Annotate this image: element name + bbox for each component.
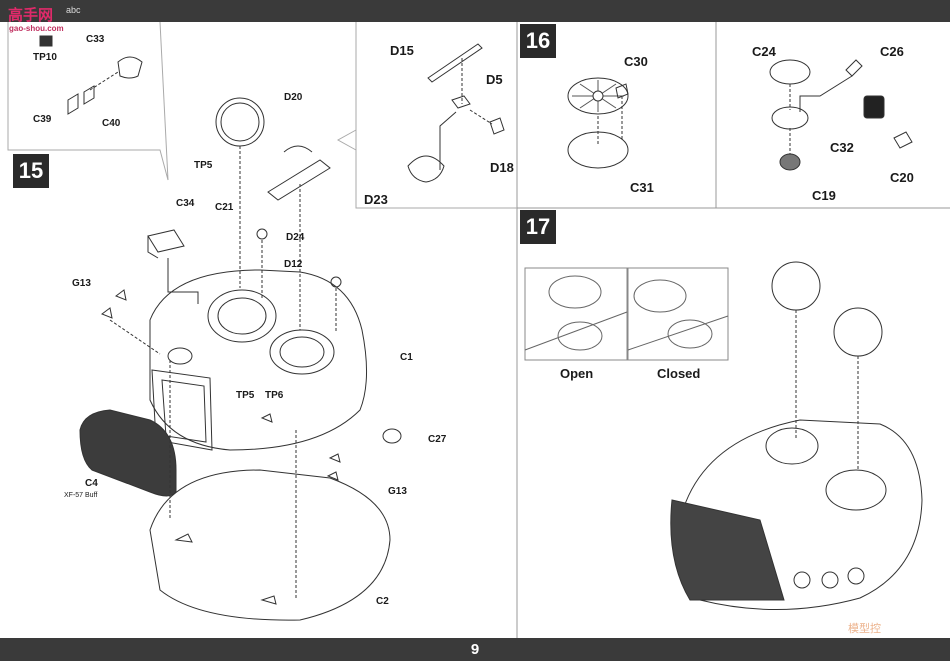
step-number-16: 16 [520, 24, 556, 58]
part-label-c27: C27 [428, 434, 447, 445]
part-label-c4: C4 [85, 478, 98, 489]
part-label-c34: C34 [176, 198, 195, 209]
watermark-tag: abc [66, 5, 81, 15]
part-label-d24: D24 [286, 232, 305, 243]
bottom-bar [0, 638, 950, 661]
watermark-url: gao-shou.com [9, 24, 64, 33]
part-label-c21: C21 [215, 202, 234, 213]
part-label-c1: C1 [400, 352, 413, 363]
part-label-tp5: TP5 [194, 160, 213, 171]
part-label-g13-upper: G13 [72, 278, 91, 289]
part-label-c2: C2 [376, 596, 389, 607]
part-label-c31: C31 [630, 180, 654, 195]
state-label-open: Open [560, 366, 594, 381]
part-label-tp10: TP10 [33, 52, 57, 63]
part-label-c33: C33 [86, 34, 105, 45]
part-label-c24: C24 [752, 44, 776, 59]
top-bar [0, 0, 950, 22]
part-label-c26: C26 [880, 44, 904, 59]
part-label-d20: D20 [284, 92, 303, 103]
part-label-tp5b: TP5 [236, 390, 255, 401]
state-label-closed: Closed [657, 366, 701, 381]
part-label-c39: C39 [33, 114, 52, 125]
part-label-c20: C20 [890, 170, 914, 185]
part-label-c40: C40 [102, 118, 121, 129]
part-label-g13-lower: G13 [388, 486, 407, 497]
paint-note: XF-57 Buff [64, 492, 98, 499]
part-label-d5: D5 [486, 72, 503, 87]
part-label-c19: C19 [812, 188, 836, 203]
part-label-c30: C30 [624, 54, 648, 69]
publisher-logo: 模型控 [848, 623, 881, 635]
step-number-15: 15 [13, 154, 49, 188]
part-label-d18: D18 [490, 160, 514, 175]
page-number: 9 [470, 641, 480, 658]
part-label-d23: D23 [364, 192, 388, 207]
step-number-17: 17 [520, 210, 556, 244]
part-label-d15: D15 [390, 43, 414, 58]
watermark-site: 高手网 [8, 7, 54, 24]
part-label-tp6: TP6 [265, 390, 284, 401]
part-label-c32: C32 [830, 140, 854, 155]
part-label-d12: D12 [284, 259, 303, 270]
